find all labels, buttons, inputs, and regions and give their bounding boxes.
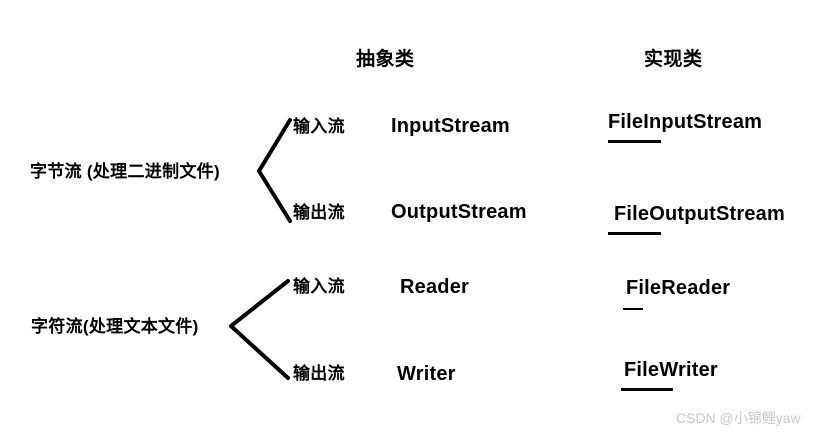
category-label-byte-stream: 字节流 (处理二进制文件) xyxy=(30,162,220,181)
connector-byte-input xyxy=(257,118,292,173)
underline-fileoutputstream xyxy=(608,232,661,235)
column-header-implementation: 实现类 xyxy=(644,49,703,70)
abstract-class-reader: Reader xyxy=(400,276,470,298)
direction-label-byte-input: 输入流 xyxy=(293,117,345,136)
underline-filereader xyxy=(623,308,643,310)
direction-label-char-output: 输出流 xyxy=(293,364,345,383)
csdn-watermark: CSDN @小锦鲤yaw xyxy=(676,410,801,426)
impl-class-filewriter: FileWriter xyxy=(624,359,718,381)
impl-class-fileinputstream: FileInputStream xyxy=(608,111,763,133)
underline-filewriter xyxy=(621,388,673,391)
direction-label-char-input: 输入流 xyxy=(293,277,345,296)
underline-fileinputstream xyxy=(608,140,661,143)
connector-char-output xyxy=(229,324,290,380)
abstract-class-outputstream: OutputStream xyxy=(391,201,527,223)
abstract-class-inputstream: InputStream xyxy=(391,115,510,137)
impl-class-fileoutputstream: FileOutputStream xyxy=(614,203,785,225)
category-label-character-stream: 字符流(处理文本文件) xyxy=(31,317,199,336)
connector-byte-output xyxy=(257,169,292,223)
abstract-class-writer: Writer xyxy=(397,363,456,385)
impl-class-filereader: FileReader xyxy=(626,277,731,299)
connector-char-input xyxy=(229,279,290,328)
direction-label-byte-output: 输出流 xyxy=(293,203,345,222)
column-header-abstract: 抽象类 xyxy=(356,49,415,70)
